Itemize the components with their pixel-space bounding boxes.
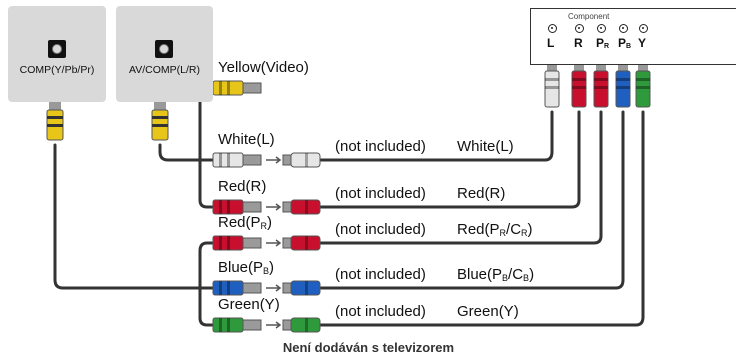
connect-arrow-icon xyxy=(266,239,282,247)
component-cable-plug xyxy=(593,63,609,108)
cable-color-label: White(L) xyxy=(218,131,275,148)
component-port-label: PR xyxy=(596,36,610,50)
component-input-panel: Component xyxy=(530,8,736,65)
cable-left-plug xyxy=(212,317,262,333)
cable-color-label: Green(Y) xyxy=(218,296,280,313)
not-included-note: (not included) xyxy=(335,303,426,320)
component-port-icon[interactable] xyxy=(548,24,557,33)
footer-note: Není dodáván s televizorem xyxy=(282,340,455,355)
cable-destination-label: Blue(PB/CB) xyxy=(457,266,535,283)
comp-source-plug xyxy=(46,102,64,141)
not-included-note: (not included) xyxy=(335,185,426,202)
component-port-label: L xyxy=(547,36,555,50)
connect-arrow-icon xyxy=(266,203,282,211)
not-included-note: (not included) xyxy=(335,221,426,238)
av-jack-label: AV/COMP(L/R) xyxy=(129,64,200,76)
cable-left-plug xyxy=(212,235,262,251)
comp-jack-panel: COMP(Y/Pb/Pr) xyxy=(8,6,106,102)
component-panel-title: Component xyxy=(568,12,610,21)
comp-jack-label: COMP(Y/Pb/Pr) xyxy=(19,64,95,76)
cable-left-plug xyxy=(212,80,262,96)
av-jack-panel: AV/COMP(L/R) xyxy=(116,6,213,102)
av-source-plug xyxy=(151,102,169,141)
cable-right-plug xyxy=(282,317,321,333)
cable-right-plug xyxy=(282,152,321,168)
cable-left-plug xyxy=(212,199,262,215)
cable-left-plug xyxy=(212,152,262,168)
component-port-icon[interactable] xyxy=(575,24,584,33)
connect-arrow-icon xyxy=(266,284,282,292)
cable-color-label: Blue(PB) xyxy=(218,259,275,276)
connect-arrow-icon xyxy=(266,321,282,329)
cable-destination-label: Red(PR/CR) xyxy=(457,221,533,238)
cable-right-plug xyxy=(282,235,321,251)
component-port-icon[interactable] xyxy=(639,24,648,33)
not-included-note: (not included) xyxy=(335,266,426,283)
cable-destination-label: White(L) xyxy=(457,138,514,155)
component-port-label: PB xyxy=(618,36,632,50)
component-port-icon[interactable] xyxy=(619,24,628,33)
component-port-icon[interactable] xyxy=(597,24,606,33)
comp-jack-icon[interactable] xyxy=(48,40,66,58)
cable-right-plug xyxy=(282,199,321,215)
cable-destination-label: Red(R) xyxy=(457,185,506,202)
cable-left-plug xyxy=(212,280,262,296)
component-cable-plug xyxy=(615,63,631,108)
cable-right-plug xyxy=(282,280,321,296)
cable-color-label: Red(R) xyxy=(218,178,267,195)
not-included-note: (not included) xyxy=(335,138,426,155)
component-port-label: Y xyxy=(638,36,647,50)
av-jack-icon[interactable] xyxy=(155,40,173,58)
component-cable-plug xyxy=(635,63,651,108)
cable-color-label: Yellow(Video) xyxy=(218,59,309,76)
cable-destination-label: Green(Y) xyxy=(457,303,519,320)
component-cable-plug xyxy=(571,63,587,108)
cable-color-label: Red(PR) xyxy=(218,214,273,231)
component-cable-plug xyxy=(544,63,560,108)
connect-arrow-icon xyxy=(266,156,282,164)
component-port-label: R xyxy=(574,36,583,50)
